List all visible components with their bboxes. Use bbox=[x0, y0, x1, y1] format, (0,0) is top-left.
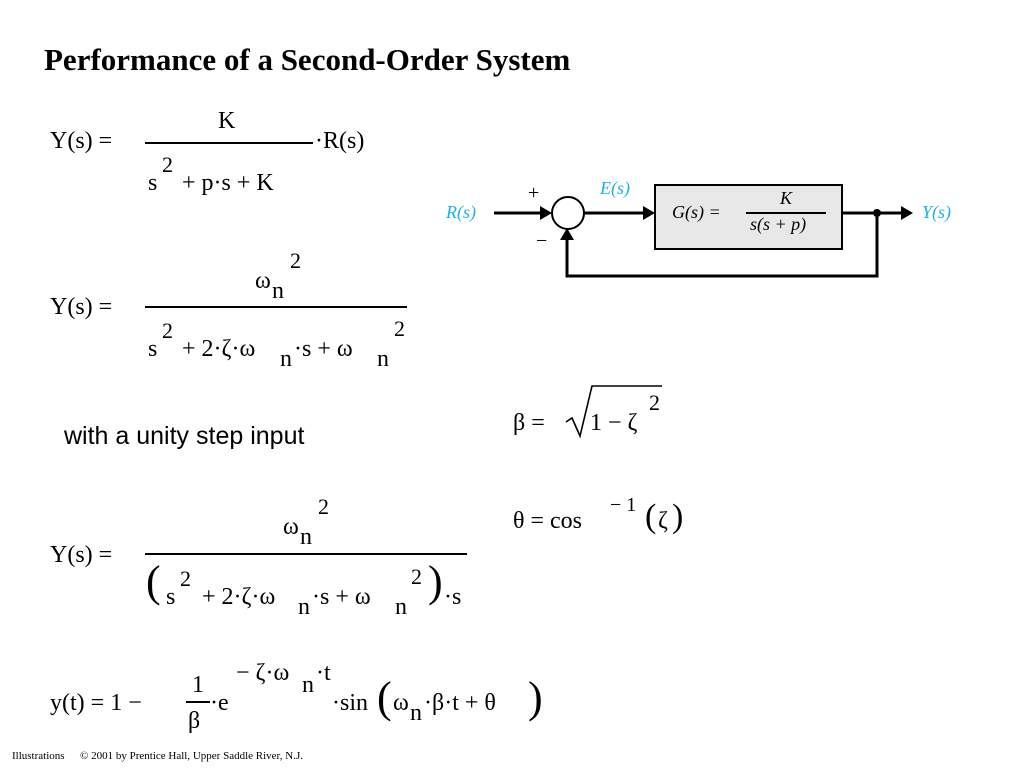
eq3-den-tail: ·s bbox=[444, 584, 462, 610]
error-label: E(s) bbox=[600, 178, 630, 198]
eq3-num-exp: 2 bbox=[318, 494, 329, 519]
output-label: Y(s) bbox=[922, 202, 952, 222]
eq4-arg-a: ω bbox=[393, 690, 409, 716]
eq1-lhs: Y(s) = bbox=[50, 128, 113, 154]
eq1-numerator: K bbox=[218, 108, 236, 134]
eq3-den-sub1: n bbox=[298, 594, 310, 620]
eq3-den-s: s bbox=[166, 584, 176, 610]
eq3-den-mid2: ·s + ω bbox=[312, 584, 371, 610]
beta-lhs: β = bbox=[513, 410, 545, 436]
theta-arg: ζ bbox=[658, 508, 668, 534]
eq4-arg-sub: n bbox=[410, 700, 422, 726]
eq3-den-sub2: n bbox=[395, 594, 407, 620]
eq4-exponential: ·e bbox=[210, 690, 229, 716]
eq2-num-exp: 2 bbox=[290, 248, 301, 273]
eq2-den-sub2: n bbox=[377, 346, 389, 372]
plus-sign: + bbox=[528, 182, 540, 204]
beta-exp: 2 bbox=[649, 390, 660, 415]
page-title: Performance of a Second-Order System bbox=[44, 42, 571, 77]
eq3-den-exp: 2 bbox=[180, 566, 191, 591]
eq1-tail: ·R(s) bbox=[315, 128, 365, 154]
eq1-den-exp: 2 bbox=[162, 152, 173, 177]
block-denominator: s(s + p) bbox=[750, 214, 807, 234]
eq4-exp-sub: n bbox=[302, 672, 314, 698]
eq2-den-exp: 2 bbox=[162, 318, 173, 343]
footer-copyright: © 2001 by Prentice Hall, Upper Saddle Ri… bbox=[80, 750, 303, 762]
eq2-den-s: s bbox=[148, 336, 158, 362]
eq4-exp-a: − ζ·ω bbox=[236, 660, 290, 686]
eq4-exp-b: ·t bbox=[316, 660, 331, 686]
eq4-open-paren: ( bbox=[377, 673, 392, 722]
eq3-num-sub: n bbox=[300, 524, 312, 550]
block-numerator: K bbox=[780, 188, 793, 208]
eq3-open-paren: ( bbox=[146, 557, 161, 606]
eq3-den-exp2: 2 bbox=[411, 564, 422, 589]
eq2-num-omega: ω bbox=[255, 268, 271, 294]
eq4-frac-num: 1 bbox=[192, 672, 204, 698]
eq2-fraction-bar bbox=[145, 306, 407, 308]
eq4-lhs: y(t) = 1 − bbox=[50, 690, 142, 716]
footer-label: Illustrations bbox=[12, 750, 65, 762]
eq2-den-sub1: n bbox=[280, 346, 292, 372]
step-input-note: with a unity step input bbox=[64, 422, 305, 450]
eq4-frac-den: β bbox=[188, 708, 201, 734]
block-fraction-bar bbox=[746, 212, 826, 214]
eq3-close-paren: ) bbox=[428, 557, 443, 606]
eq4-fraction-bar bbox=[186, 701, 210, 703]
minus-sign: − bbox=[536, 230, 548, 252]
theta-open-paren: ( bbox=[645, 498, 657, 535]
eq2-den-mid: + 2·ζ·ω bbox=[182, 336, 256, 362]
beta-radicand: 1 − ζ bbox=[590, 410, 638, 436]
eq1-den-s: s bbox=[148, 170, 158, 196]
eq2-den-exp2: 2 bbox=[394, 316, 405, 341]
diagram-wiring bbox=[494, 184, 913, 278]
theta-exp: − 1 bbox=[610, 494, 637, 516]
eq3-lhs: Y(s) = bbox=[50, 542, 113, 568]
eq4-sin: ·sin bbox=[332, 690, 368, 716]
eq3-fraction-bar bbox=[145, 553, 467, 555]
eq2-num-sub: n bbox=[272, 278, 284, 304]
eq1-den-rest: + p·s + K bbox=[182, 170, 274, 196]
theta-lhs: θ = cos bbox=[513, 508, 583, 534]
eq4-close-paren: ) bbox=[528, 673, 543, 722]
sqrt-sign bbox=[565, 385, 662, 439]
block-lhs: G(s) = bbox=[672, 202, 721, 222]
theta-close-paren: ) bbox=[672, 498, 684, 535]
input-label: R(s) bbox=[446, 202, 476, 222]
eq3-num-omega: ω bbox=[283, 514, 299, 540]
eq1-fraction-bar bbox=[145, 142, 313, 144]
eq2-den-mid2: ·s + ω bbox=[294, 336, 353, 362]
eq3-den-mid: + 2·ζ·ω bbox=[202, 584, 276, 610]
eq2-lhs: Y(s) = bbox=[50, 294, 113, 320]
eq4-arg-b: ·β·t + θ bbox=[424, 690, 496, 716]
